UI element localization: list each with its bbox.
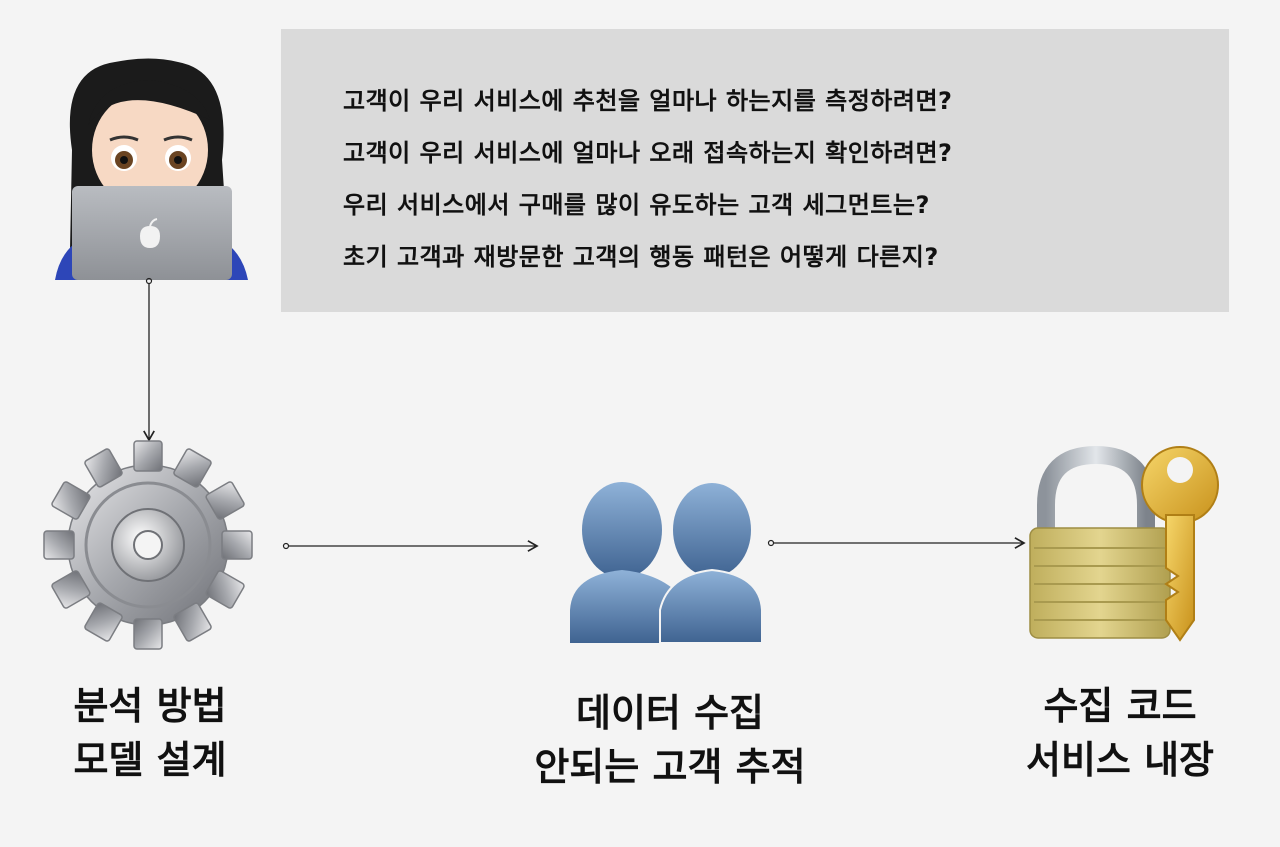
caption-line: 안되는 고객 추적 (534, 745, 806, 789)
lock-key-icon (1029, 445, 1219, 642)
connector-people-to-lock (767, 537, 1026, 549)
step-caption-code-embed: 수집 코드 서비스 내장 (980, 679, 1260, 787)
caption-line: 모델 설계 (73, 738, 227, 782)
connector-person-to-gear (143, 277, 155, 442)
person-laptop-icon (55, 58, 248, 280)
question-list: 고객이 우리 서비스에 추천을 얼마나 하는지를 측정하려면? 고객이 우리 서… (343, 75, 952, 283)
caption-line: 데이터 수집 (575, 691, 765, 735)
question-item: 고객이 우리 서비스에 얼마나 오래 접속하는지 확인하려면? (343, 139, 953, 167)
connector-gear-to-people (282, 540, 539, 552)
question-item: 초기 고객과 재방문한 고객의 행동 패턴은 어떻게 다른지? (343, 243, 939, 271)
step-caption-analysis: 분석 방법 모델 설계 (20, 679, 280, 787)
people-icon (570, 481, 763, 644)
caption-line: 수집 코드 (1043, 684, 1197, 728)
gear-icon (43, 440, 253, 650)
caption-line: 서비스 내장 (1025, 738, 1215, 782)
step-caption-data-collection: 데이터 수집 안되는 고객 추적 (480, 686, 860, 794)
question-box: 고객이 우리 서비스에 추천을 얼마나 하는지를 측정하려면? 고객이 우리 서… (281, 29, 1229, 312)
caption-line: 분석 방법 (73, 684, 227, 728)
question-item: 고객이 우리 서비스에 추천을 얼마나 하는지를 측정하려면? (343, 87, 953, 115)
question-item: 우리 서비스에서 구매를 많이 유도하는 고객 세그먼트는? (343, 191, 930, 219)
